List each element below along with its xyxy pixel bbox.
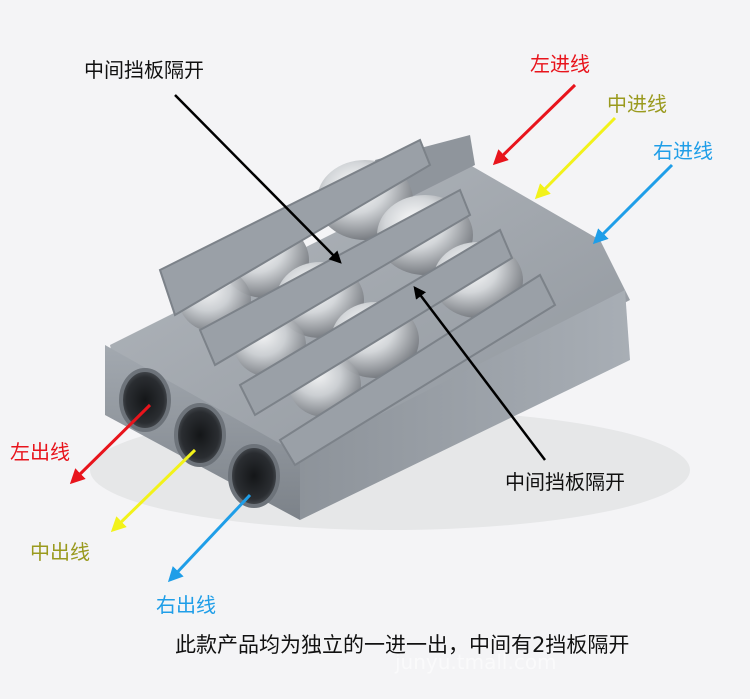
partition-label-middle: 中间挡板隔开: [505, 470, 625, 494]
arrow-red-icon: [69, 403, 152, 485]
partition-label-top: 中间挡板隔开: [84, 58, 204, 82]
arrow-blue-icon: [167, 493, 252, 583]
right-inlet-label: 右进线: [653, 139, 713, 163]
arrow-red-icon: [492, 83, 577, 166]
arrow-yellow-icon: [110, 448, 197, 533]
partition-wall-1: [158, 138, 432, 317]
partition-wall-3: [238, 228, 514, 417]
left-inlet-label: 左进线: [530, 52, 590, 76]
arrow-black-icon: [413, 286, 546, 461]
right-outlet-label: 右出线: [156, 593, 216, 617]
left-outlet-label: 左出线: [10, 440, 70, 464]
housing-side-face: [300, 290, 630, 520]
watermark: junyu.tmall.com: [395, 650, 557, 674]
wire-hole-left: [119, 368, 171, 432]
partition-wall-4: [278, 273, 557, 467]
wire-hole-middle: [174, 403, 226, 467]
arrow-black-icon: [174, 94, 342, 264]
product-caption: 此款产品均为独立的一进一出，中间有2挡板隔开: [175, 633, 630, 657]
middle-inlet-label: 中进线: [607, 92, 667, 116]
middle-outlet-label: 中出线: [30, 540, 90, 564]
partition-wall-2: [198, 188, 472, 367]
arrow-blue-icon: [592, 163, 674, 245]
arrow-yellow-icon: [534, 116, 617, 200]
wire-hole-right: [228, 444, 280, 508]
